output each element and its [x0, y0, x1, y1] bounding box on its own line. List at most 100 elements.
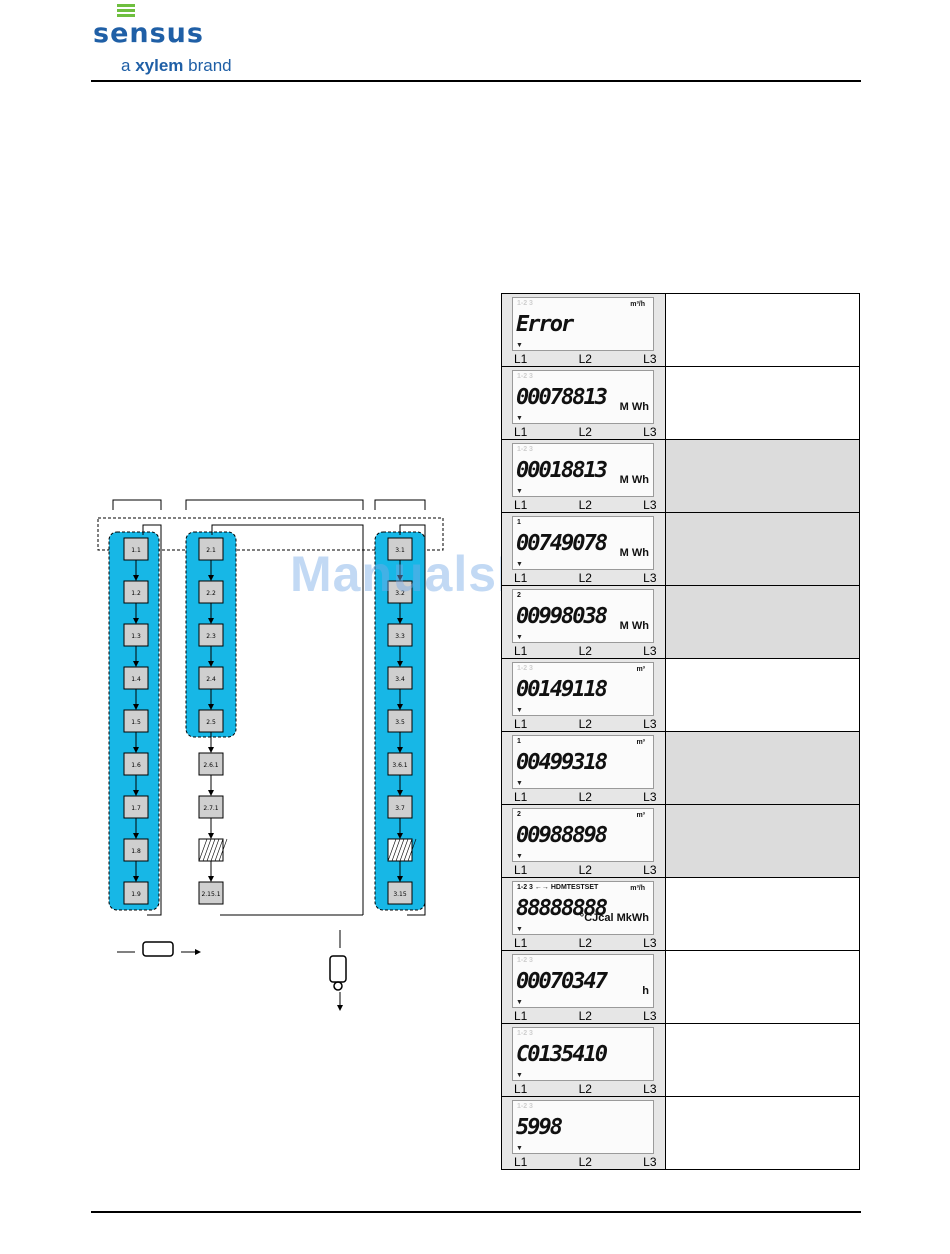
- lcd-arrow-icon: ▼: [516, 707, 523, 714]
- lcd-description-cell: [664, 950, 861, 1024]
- label-l2: L2: [578, 352, 592, 366]
- lcd-description-cell: [664, 293, 861, 367]
- flow-node-label: 1.6: [131, 762, 141, 769]
- label-l2: L2: [578, 425, 592, 439]
- label-l3: L3: [643, 1009, 657, 1023]
- flow-node-hatch: [206, 838, 216, 862]
- flow-node-label: 2.1: [206, 547, 216, 554]
- lcd-indicator: 1-2 3: [517, 665, 533, 672]
- lcd-value: Error: [516, 312, 574, 337]
- label-l3: L3: [643, 717, 657, 731]
- lcd-value: 00988898: [516, 823, 608, 848]
- flow-node-label: 2.2: [206, 590, 216, 597]
- footer-rule: [91, 1211, 861, 1213]
- lcd-screen: 1-2 3 m³ 00149118 ▼: [512, 662, 654, 716]
- lcd-indicator: 2: [517, 811, 521, 818]
- lcd-indicator: 1-2 3: [517, 446, 533, 453]
- lcd-description-cell: [664, 731, 861, 805]
- lcd-description-cell: [664, 585, 861, 659]
- flow-node-hatch: [218, 838, 228, 862]
- flow-node-hatch: [399, 838, 409, 862]
- lcd-value: 00070347: [516, 969, 608, 994]
- header-rule: [91, 80, 861, 82]
- flow-node-label: 1.2: [131, 590, 141, 597]
- lcd-value: C0135410: [516, 1042, 608, 1067]
- lcd-arrow-icon: ▼: [516, 780, 523, 787]
- label-l1: L1: [514, 936, 528, 950]
- sensus-logo: sensus a xylem brand: [93, 4, 243, 75]
- lcd-description-cell: [664, 1096, 861, 1170]
- lcd-description-cell: [664, 439, 861, 513]
- label-l1: L1: [514, 498, 528, 512]
- flow-node-hatch: [407, 838, 417, 862]
- flow-node-label: 3.7: [395, 805, 405, 812]
- lcd-value: 00749078: [516, 531, 608, 556]
- lcd-description-cell: [664, 366, 861, 440]
- lcd-value: 88888888: [516, 896, 608, 921]
- label-l2: L2: [578, 717, 592, 731]
- lcd-unit-top: m³: [636, 666, 645, 673]
- flow-node-hatch: [210, 838, 220, 862]
- lcd-unit: M Wh: [619, 547, 649, 559]
- flow-node-label: 2.7.1: [203, 805, 218, 812]
- lcd-arrow-icon: ▼: [516, 634, 523, 641]
- label-l3: L3: [643, 352, 657, 366]
- lcd-arrow-icon: ▼: [516, 1145, 523, 1152]
- label-l2: L2: [578, 863, 592, 877]
- label-l1: L1: [514, 1082, 528, 1096]
- lcd-arrow-icon: ▼: [516, 561, 523, 568]
- label-l3: L3: [643, 936, 657, 950]
- brand-tagline: a xylem brand: [121, 56, 232, 75]
- lcd-unit-top: m³: [636, 739, 645, 746]
- lcd-arrow-icon: ▼: [516, 1072, 523, 1079]
- label-l3: L3: [643, 498, 657, 512]
- label-l1: L1: [514, 1155, 528, 1169]
- lcd-unit: M Wh: [619, 474, 649, 486]
- lcd-indicator: 1: [517, 519, 521, 526]
- label-l3: L3: [643, 863, 657, 877]
- flow-node-label: 3.3: [395, 633, 405, 640]
- label-l2: L2: [578, 1082, 592, 1096]
- lcd-arrow-icon: ▼: [516, 853, 523, 860]
- flow-node-hatch: [202, 838, 212, 862]
- lcd-arrow-icon: ▼: [516, 488, 523, 495]
- lcd-indicator: 1-2 3: [517, 373, 533, 380]
- lcd-indicator: 1-2 3: [517, 1103, 533, 1110]
- lcd-unit: h: [642, 985, 649, 997]
- lcd-description-cell: [664, 804, 861, 878]
- lcd-unit: M Wh: [619, 620, 649, 632]
- label-l1: L1: [514, 571, 528, 585]
- lcd-description-cell: [664, 877, 861, 951]
- flow-node-hatch: [387, 838, 397, 862]
- lcd-indicator: 1-2 3: [517, 1030, 533, 1037]
- label-l1: L1: [514, 644, 528, 658]
- lcd-indicator: 1-2 3: [517, 300, 533, 307]
- lcd-value: 00149118: [516, 677, 608, 702]
- flow-node-label: 1.4: [131, 676, 141, 683]
